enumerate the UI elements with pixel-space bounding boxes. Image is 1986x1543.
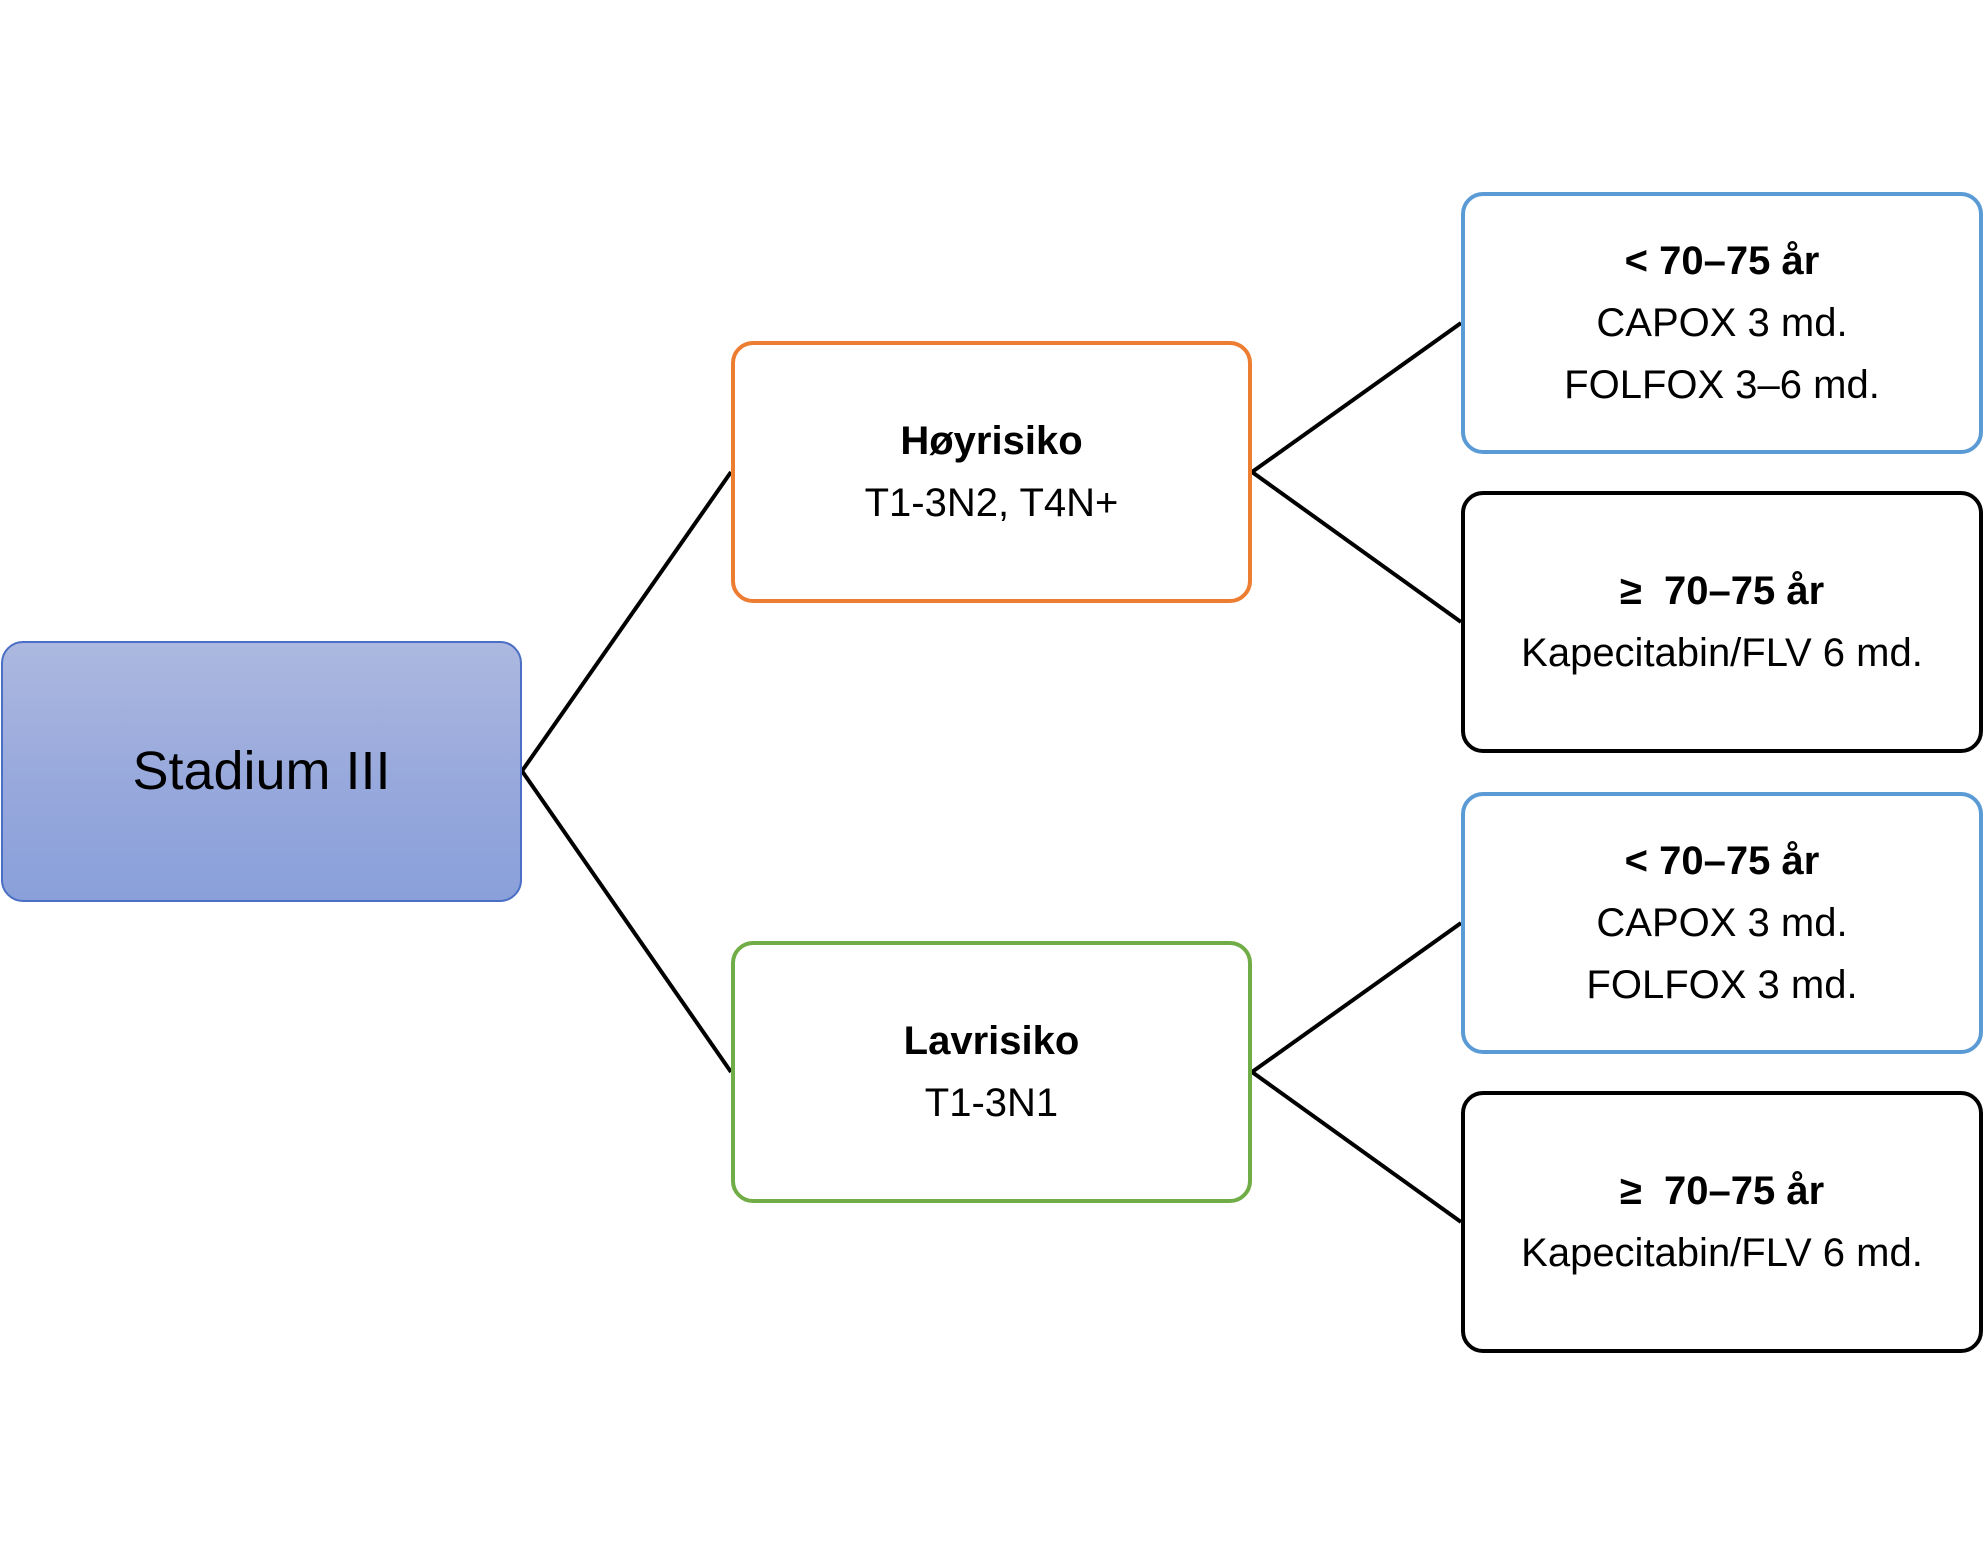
- leaf-treatment-line: FOLFOX 3–6 md.: [1564, 363, 1880, 407]
- high-risk-title: Høyrisiko: [900, 419, 1083, 463]
- high-risk-over-age-box: ≥ 70–75 år Kapecitabin/FLV 6 md.: [1461, 491, 1983, 753]
- leaf-title: < 70–75 år: [1624, 839, 1820, 883]
- leaf-treatment-line: Kapecitabin/FLV 6 md.: [1521, 631, 1923, 675]
- connector-high-risk-to-leaf-2: [1250, 470, 1463, 624]
- low-risk-under-age-box: < 70–75 år CAPOX 3 md. FOLFOX 3 md.: [1461, 792, 1983, 1054]
- stage-root-box: Stadium III: [1, 641, 522, 902]
- connector-high-risk-to-leaf-1: [1250, 321, 1463, 474]
- leaf-treatment-line: CAPOX 3 md.: [1596, 301, 1848, 345]
- low-risk-over-age-box: ≥ 70–75 år Kapecitabin/FLV 6 md.: [1461, 1091, 1983, 1353]
- low-risk-box: Lavrisiko T1-3N1: [731, 941, 1252, 1203]
- leaf-title: ≥ 70–75 år: [1619, 1169, 1825, 1213]
- leaf-treatment-line: FOLFOX 3 md.: [1586, 963, 1858, 1007]
- low-risk-title: Lavrisiko: [903, 1019, 1080, 1063]
- leaf-title: < 70–75 år: [1624, 239, 1820, 283]
- connector-low-risk-to-leaf-4: [1250, 1070, 1463, 1224]
- connector-low-risk-to-leaf-3: [1250, 921, 1463, 1074]
- leaf-treatment-line: Kapecitabin/FLV 6 md.: [1521, 1231, 1923, 1275]
- connector-root-to-high-risk: [520, 470, 733, 773]
- high-risk-detail: T1-3N2, T4N+: [864, 481, 1119, 525]
- low-risk-detail: T1-3N1: [924, 1081, 1059, 1125]
- high-risk-box: Høyrisiko T1-3N2, T4N+: [731, 341, 1252, 603]
- leaf-title: ≥ 70–75 år: [1619, 569, 1825, 613]
- stage-root-label: Stadium III: [132, 741, 391, 802]
- high-risk-under-age-box: < 70–75 år CAPOX 3 md. FOLFOX 3–6 md.: [1461, 192, 1983, 454]
- connector-root-to-low-risk: [520, 769, 733, 1074]
- leaf-treatment-line: CAPOX 3 md.: [1596, 901, 1848, 945]
